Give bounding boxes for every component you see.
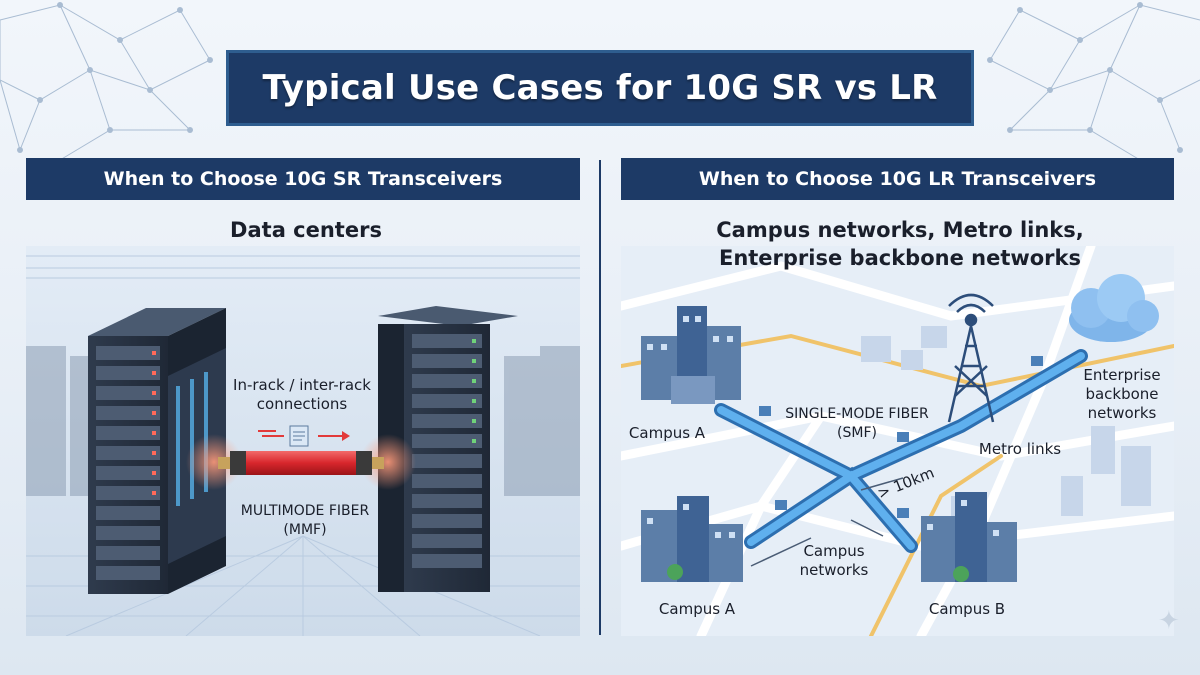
campus-map-illustration [621,246,1174,636]
smf-label: SINGLE-MODE FIBER (SMF) [785,406,929,441]
main-title-banner: Typical Use Cases for 10G SR vs LR [226,50,974,126]
campus-a-bottom-label: Campus A [658,600,736,618]
data-flow-arrow [258,430,350,441]
radio-tower-icon [947,293,995,423]
cloud-icon [1069,274,1159,342]
office-building-icon-campus-a-top [641,306,741,404]
office-building-icon-campus-a-bottom [641,496,743,582]
lr-section-header: When to Choose 10G LR Transceivers [621,158,1174,200]
enterprise-label: Enterprise backbone networks [1083,366,1161,422]
document-icon [289,425,309,447]
campus-b-label: Campus B [928,600,1006,618]
data-center-illustration [26,246,580,636]
mmf-cable [218,451,384,475]
lr-use-case-title-line1: Campus networks, Metro links, [716,218,1084,242]
campus-networks-label: Campus networks [799,542,869,579]
campus-a-top-label: Campus A [628,424,706,442]
mmf-label: MULTIMODE FIBER (MMF) [240,503,370,538]
network-pattern-left [0,2,213,161]
main-title: Typical Use Cases for 10G SR vs LR [262,68,938,108]
sr-section-header-text: When to Choose 10G SR Transceivers [103,168,503,190]
lr-use-case-title: Campus networks, Metro links, Enterprise… [700,216,1100,272]
lr-use-case-title-line2: Enterprise backbone networks [718,246,1082,270]
sr-section-header: When to Choose 10G SR Transceivers [26,158,580,200]
lr-section-header-text: When to Choose 10G LR Transceivers [698,168,1097,190]
sr-use-case-title: Data centers [230,218,382,242]
metro-links-label: Metro links [978,440,1062,458]
connection-label: In-rack / inter-rack connections [233,376,371,413]
section-divider [599,160,601,635]
network-pattern-right [987,2,1200,161]
office-building-icon-campus-b [921,492,1017,582]
sparkle-icon: ✦ [1158,606,1180,636]
